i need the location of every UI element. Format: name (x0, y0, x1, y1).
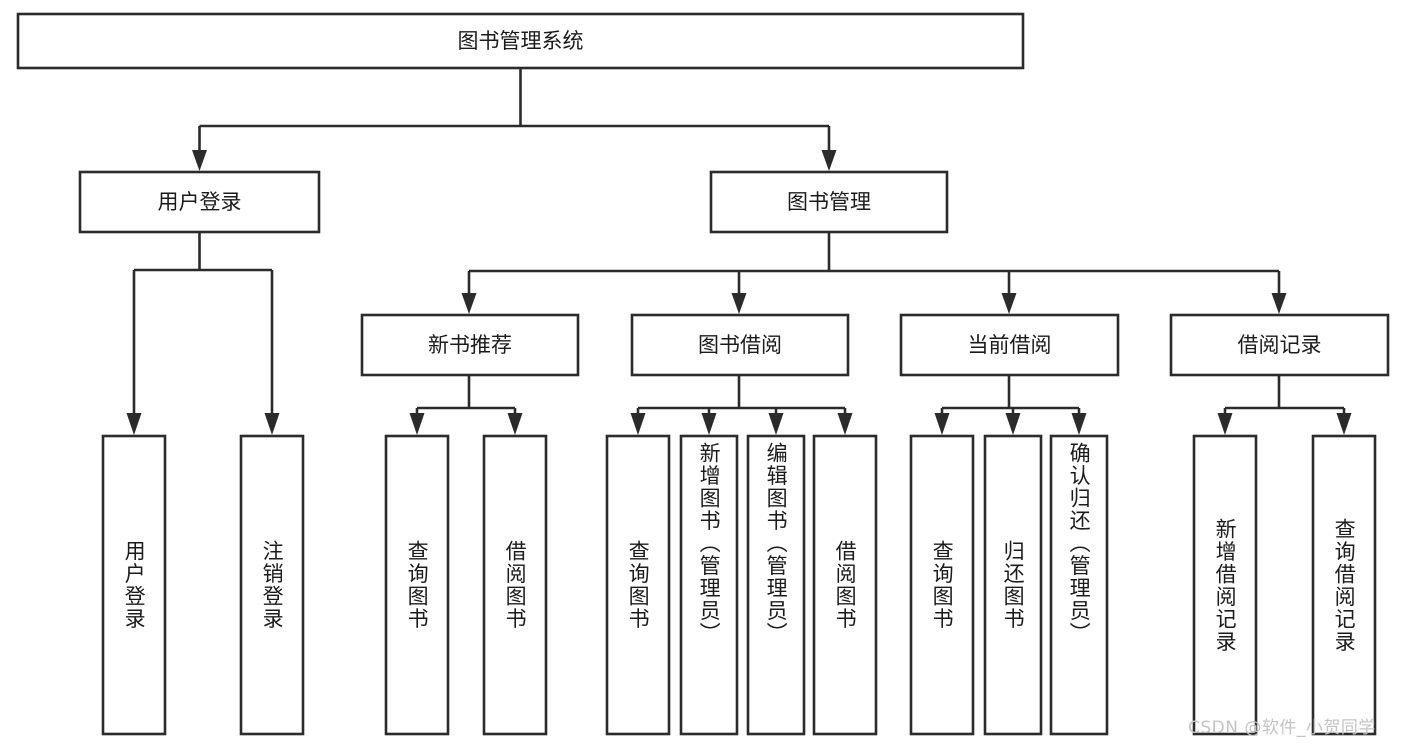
node-leaf-borrow-book-1[interactable] (482, 434, 548, 736)
arrow-to-book-manage (821, 150, 837, 171)
node-leaf-edit-book[interactable] (746, 434, 806, 736)
node-leaf-borrow-book-2[interactable] (812, 434, 878, 736)
node-borrow-record[interactable] (1169, 313, 1390, 377)
node-leaf-query-book-3[interactable] (909, 434, 975, 736)
arrow-to-leaf-query-book-2 (630, 413, 646, 435)
watermark: CSDN @软件_小贺同学 (1188, 718, 1376, 738)
node-leaf-logout[interactable] (239, 434, 305, 736)
arrow-to-leaf-query-book-3 (934, 413, 950, 435)
node-book-borrow-label: 图书借阅 (698, 333, 782, 357)
arrow-to-borrow (731, 293, 747, 314)
node-current-borrow[interactable] (899, 313, 1120, 377)
node-book-borrow[interactable] (630, 313, 850, 377)
node-user-login[interactable] (78, 170, 321, 234)
arrow-to-leaf-add-record (1217, 413, 1233, 435)
node-new-book-recommend[interactable] (360, 313, 580, 377)
arrowheads-layer (126, 150, 1352, 435)
node-leaf-add-record[interactable] (1192, 434, 1258, 736)
arrow-to-leaf-return-book (1005, 413, 1021, 435)
node-leaf-query-record[interactable] (1311, 434, 1377, 736)
node-root[interactable] (16, 12, 1025, 70)
arrow-to-leaf-query-book-1 (409, 413, 425, 435)
arrow-to-leaf-borrow-book-1 (507, 413, 523, 435)
arrow-to-leaf-query-record (1336, 413, 1352, 435)
arrow-to-leaf-add-book (701, 413, 717, 435)
node-leaf-return-book[interactable] (983, 434, 1043, 736)
arrow-to-leaf-confirm-return (1071, 413, 1087, 435)
nodes-layer: 图书管理系统 用户登录 图书管理 新书推荐 图书借阅 当前借阅 借阅记录 (16, 12, 1390, 736)
node-leaf-user-login[interactable] (101, 434, 167, 736)
node-current-borrow-label: 当前借阅 (968, 333, 1052, 357)
node-user-login-label: 用户登录 (158, 190, 242, 214)
arrow-to-recommend (461, 293, 477, 314)
node-root-label: 图书管理系统 (458, 29, 584, 53)
arrow-to-current (1001, 293, 1017, 314)
arrow-to-leaf-user-login (126, 413, 142, 435)
node-leaf-add-book[interactable] (679, 434, 739, 736)
node-leaf-confirm-return[interactable] (1049, 434, 1109, 736)
arrow-to-record (1271, 293, 1287, 314)
node-book-manage[interactable] (709, 170, 949, 234)
node-borrow-record-label: 借阅记录 (1238, 333, 1322, 357)
node-book-manage-label: 图书管理 (787, 190, 871, 214)
node-leaf-query-book-1[interactable] (384, 434, 450, 736)
arrow-to-user-login (192, 150, 207, 171)
node-leaf-query-book-2[interactable] (605, 434, 671, 736)
arrow-to-leaf-logout (264, 413, 280, 435)
arrow-to-leaf-edit-book (768, 413, 784, 435)
arrow-to-leaf-borrow-book-2 (837, 413, 853, 435)
node-new-book-recommend-label: 新书推荐 (428, 333, 512, 357)
